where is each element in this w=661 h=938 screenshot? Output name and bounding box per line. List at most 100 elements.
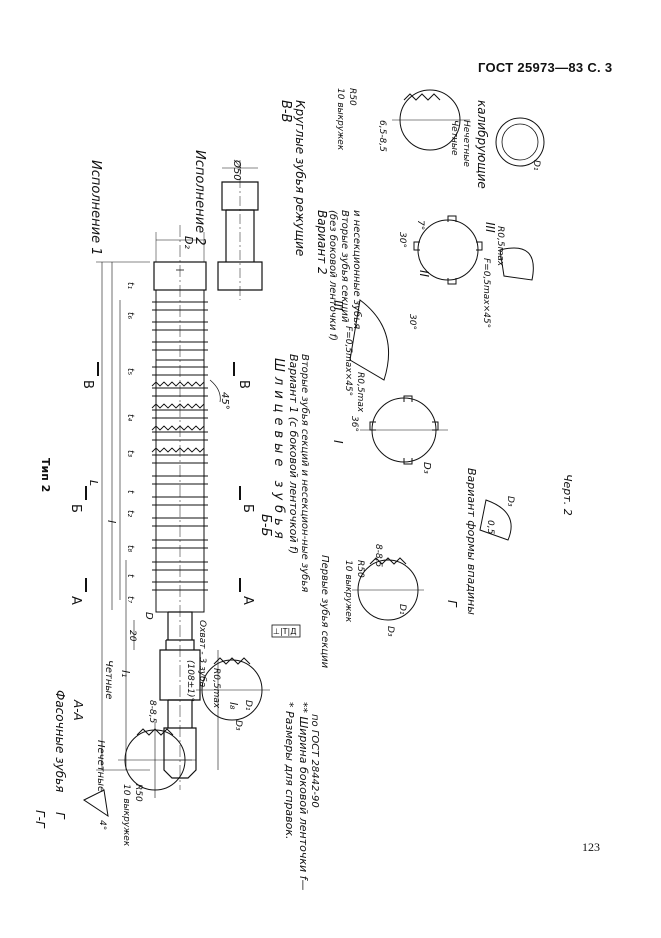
round-teeth-view: 6,5-8,5 Четные Нечетные R50 10 выкружек … (335, 88, 545, 171)
dim-20: 20 (127, 630, 137, 642)
section-gg-title: Г-Г (33, 810, 47, 829)
bb-r05: R0,5max (355, 372, 365, 413)
section-gg-view: 4° Г (53, 789, 109, 830)
v2-ii-mark: II (417, 270, 431, 278)
variant2-sub3: и несекционные зубья (351, 210, 363, 329)
ft-g-mark: Г (445, 600, 459, 608)
rt-tenbulge: 10 выкружек (335, 88, 345, 151)
bb-d3: D₃ (421, 462, 432, 474)
bb-angle30: 30° (407, 314, 417, 330)
trough-dim05: 0,5 (485, 520, 495, 535)
dim-t8: t₈ (125, 545, 135, 553)
variant1-label: Вариант 1 (с боковой ленточкой f) (287, 354, 300, 554)
v2-r05: R0,5max (495, 226, 505, 267)
dim-l: l (105, 520, 118, 523)
dim-t2: t₂ (125, 510, 135, 518)
dim-t6: t₆ (125, 312, 135, 320)
note2b-text: по ГОСТ 28442-90 (309, 714, 320, 808)
page-number: 123 (582, 840, 600, 854)
first-teeth-label: Первые зубья секции (319, 555, 331, 669)
note2-text: ** Ширина боковой ленточки f— (297, 702, 310, 891)
variant-trough-label: Вариант формы впадины (465, 468, 478, 615)
rt-odd: Нечетные (461, 120, 471, 167)
v2-f05: F=0,5max×45° (481, 258, 491, 328)
dim-t-a: t (125, 574, 135, 578)
mark-b1: Б (68, 504, 83, 513)
broach-view: D₂ Ø50 D А А Б Б В В 45° (68, 159, 263, 790)
mark-v2: В (236, 380, 251, 389)
aa-tolerance-box: ⊥|T|Д (273, 627, 297, 636)
version2-label: Исполнение 2 (192, 150, 207, 245)
section-bb-view: 36° I D₃ F=0,5max×45° R0,5max III 30° 0,… (331, 299, 515, 541)
dim-t1: t₁ (125, 282, 135, 290)
aa-r05: R0,5max (211, 668, 221, 709)
dim-l8: l₈ (227, 702, 240, 710)
header-standard: ГОСТ 25973—83 С. 3 (478, 60, 613, 75)
aa-coverage: Охват - 3 зуба (197, 620, 207, 687)
variant2-views: II 30° 7° F=0,5max×45° III R0,5max (397, 215, 534, 328)
variant1-sub: Вторые зубья секций и несекцион-ные зубь… (299, 354, 311, 592)
variant2-sub1: (без боковой ленточки f) (327, 210, 339, 341)
type-label: Тип 2 (39, 458, 52, 492)
dim-l1: l₁ (119, 670, 132, 677)
ft-d1: D₁ (397, 604, 407, 615)
v2-angle30: 30° (397, 232, 407, 248)
mark-a2: А (240, 596, 255, 605)
aa-108: (108±1)° (185, 660, 195, 702)
chamfer-teeth-label: Фасочные зубья (53, 690, 67, 792)
aa-r50: R50 (133, 784, 143, 802)
rt-d1: D₁ (531, 160, 541, 171)
trough-d3: D₃ (505, 496, 515, 507)
bb-i-mark: I (331, 440, 345, 444)
section-aa-title: А-А (71, 699, 85, 721)
gg-angle4: 4° (97, 820, 107, 830)
bb-iii-mark: III (331, 300, 345, 311)
mark-b2: Б (240, 504, 255, 513)
ft-dim85: 8-8,5 (373, 544, 383, 568)
round-teeth-label: Круглые зубья режущие (293, 100, 307, 256)
ft-r50: R50 (355, 560, 365, 578)
rt-even: Четные (449, 120, 459, 156)
rotated-labels: Тип 2 Исполнение 1 Исполнение 2 В-В Круг… (33, 100, 574, 891)
dim-t5: t₅ (125, 368, 135, 376)
aa-d1: D₁ (243, 700, 253, 711)
odd-label: Нечетные (95, 740, 106, 792)
bb-angle36: 36° (349, 416, 359, 432)
note1-text: * Размеры для справок. (283, 702, 296, 840)
ft-tenbulge: 10 выкружек (343, 560, 353, 623)
v2-iii-mark: III (483, 222, 497, 233)
rt-dim65: 6,5-8,5 (377, 120, 387, 152)
ft-d3: D₃ (385, 626, 395, 637)
first-teeth-view: R50 10 выкружек D₁ D₃ 8-8,5 Г (343, 544, 459, 637)
aa-tenbulge: 10 выкружек (121, 784, 131, 847)
aa-d3: D₃ (233, 720, 243, 731)
dim-t3: t₃ (125, 450, 135, 458)
spline-teeth-label: Шлицевые зубья (271, 358, 286, 544)
calibrating-label: калибрующие (475, 100, 489, 189)
bb-f05: F=0,5max×45° (343, 326, 353, 396)
section-bb-title: Б-Б (258, 514, 273, 537)
dim-d: D (143, 612, 154, 620)
variant2-sub2: Вторые зубья секций (339, 210, 351, 323)
chert-label: Черт. 2 (561, 474, 574, 516)
even-label: Четные (103, 660, 114, 699)
section-vv-title: В-В (278, 100, 293, 123)
dim-t4: t₄ (125, 414, 135, 422)
rt-r50: R50 (347, 88, 357, 106)
variant2-label: Вариант 2 (315, 210, 329, 275)
v2-angle7: 7° (415, 220, 425, 230)
dim-d50: Ø50 (231, 159, 243, 181)
section-aa-view: R50 10 выкружек 8-8,5 R0,5max (108±1)° О… (118, 620, 301, 847)
dim-d2: D₂ (182, 236, 195, 249)
mark-v1: В (80, 380, 95, 389)
version1-label: Исполнение 1 (88, 160, 103, 255)
dim-L: L (87, 480, 100, 486)
gg-mark: Г (53, 812, 67, 820)
aa-dim85: 8-8,5 (147, 700, 157, 724)
dim-45: 45° (219, 392, 230, 410)
dim-t-b: t (125, 490, 135, 494)
dim-t7: t₇ (125, 596, 135, 604)
mark-a1: А (68, 596, 83, 605)
